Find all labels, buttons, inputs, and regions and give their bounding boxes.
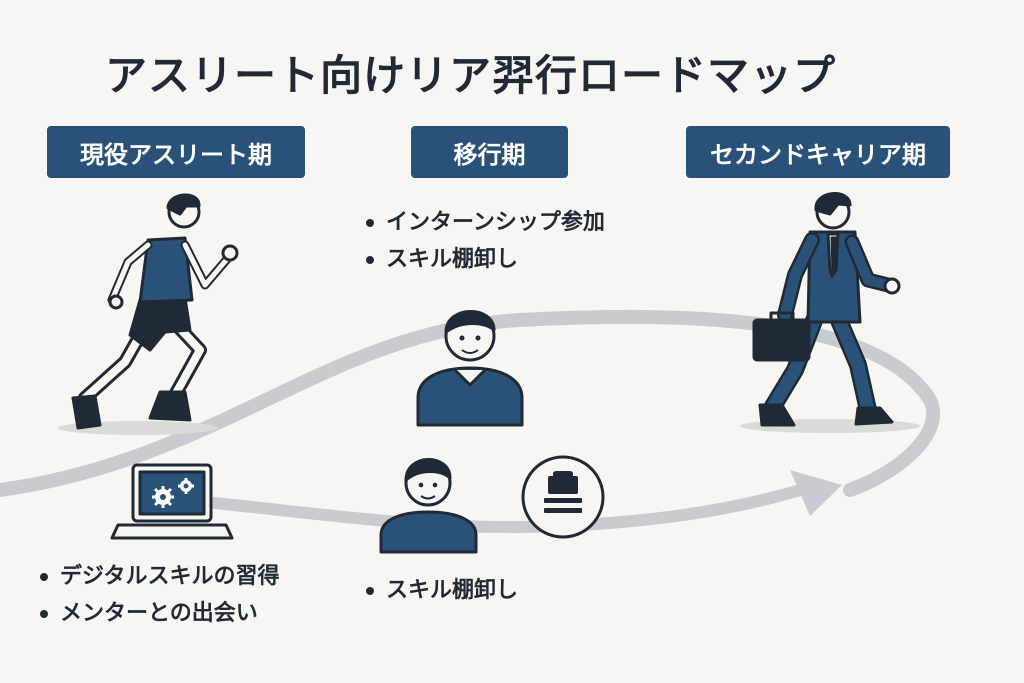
- roadmap-path: [0, 309, 941, 534]
- path-arrowhead: [790, 470, 842, 516]
- laptop-gears-icon: [110, 463, 234, 540]
- runner-icon: [71, 193, 239, 430]
- document-badge-icon: [521, 455, 605, 539]
- person-icon-top: [416, 310, 524, 427]
- businessman-briefcase-icon: [752, 192, 901, 427]
- phase-label-second-career: セカンドキャリア期: [686, 126, 950, 178]
- phase-label-current-athlete: 現役アスリート期: [47, 126, 305, 178]
- list-item: インターンシップ参加: [364, 204, 605, 241]
- list-item: スキル棚卸し: [364, 241, 605, 278]
- list-item: スキル棚卸し: [364, 572, 518, 609]
- athlete-skills-bullet-list: デジタルスキルの習得 メンターとの出会い: [38, 558, 280, 632]
- phase-label-transition: 移行期: [411, 126, 568, 178]
- transition-bullet-list: インターンシップ参加 スキル棚卸し: [364, 204, 605, 278]
- page-title: アスリート向けリア羿行ロードマップ: [105, 51, 837, 100]
- person-icon-bottom: [379, 458, 478, 554]
- skills-inventory-bullet-list: スキル棚卸し: [364, 572, 518, 609]
- list-item: デジタルスキルの習得: [38, 558, 280, 595]
- list-item: メンターとの出会い: [38, 595, 280, 632]
